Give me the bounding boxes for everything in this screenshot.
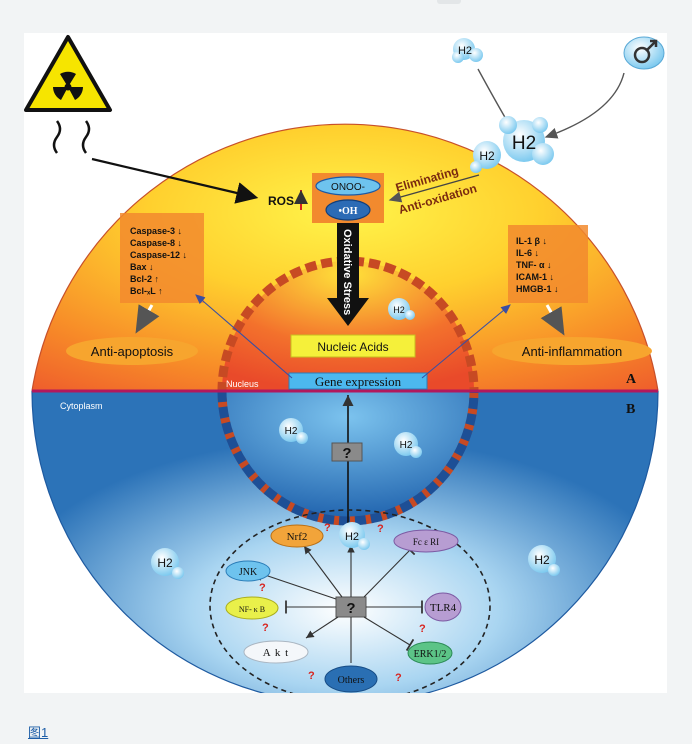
akt-node [243, 640, 309, 664]
panel-a-outline [31, 123, 659, 392]
hydrogen-molecule-icon [388, 298, 415, 320]
panel-a-label: A [626, 372, 637, 387]
peroxynitrite-pill [315, 176, 381, 196]
hydrogen-label: H2 [285, 426, 298, 437]
unknown-link-mark: ? [324, 522, 331, 534]
inflammation-markers-box [508, 225, 588, 303]
unknown-link-mark: ? [419, 623, 426, 635]
hydrogen-label: H2 [534, 553, 550, 567]
apoptosis-marker: Bcl-ₓL ↑ [130, 286, 163, 296]
inflammation-marker: ICAM-1 ↓ [516, 272, 554, 282]
others-node [324, 665, 378, 693]
unknown-link-mark: ? [377, 523, 384, 535]
others-label: Others [338, 675, 365, 686]
nrf2-label: Nrf2 [287, 531, 308, 543]
peroxynitrite-label: ONOO- [331, 182, 365, 193]
hydrogen-label: H2 [157, 556, 173, 570]
inflammation-marker: IL-1 β ↓ [516, 236, 547, 246]
ros-label: ROS [268, 194, 294, 208]
fceri-label: Fc ε RI [413, 537, 439, 547]
hydrogen-label: H2 [345, 531, 359, 543]
hydrogen-label-large: H2 [512, 133, 536, 154]
hydrogen-flow-arrow [544, 72, 625, 139]
hub-to-akt-arrow [305, 616, 339, 639]
anti-inflammation-ellipse [492, 337, 652, 365]
nucleic-acids-label: Nucleic Acids [317, 340, 388, 354]
panel-b-outline [31, 390, 659, 693]
hydrogen-molecule-icon [528, 545, 560, 576]
tlr4-node [424, 592, 462, 622]
hydrogen-label: H2 [393, 305, 405, 315]
jnk-node [225, 560, 271, 582]
apoptosis-outcome-arrow [135, 304, 160, 334]
hydroxyl-label: •OH [338, 206, 357, 217]
nucleus-label: Nucleus [226, 379, 259, 389]
nfkb-label: NF- κ B [239, 605, 265, 614]
inflammation-outcome-arrow [540, 304, 565, 336]
oxidative-stress-arrow [327, 223, 369, 326]
apoptosis-markers-box [120, 213, 204, 303]
unknown-link-mark: ? [308, 670, 315, 682]
gene-to-apoptosis-arrow [195, 294, 293, 379]
nfkb-node [225, 596, 279, 620]
hydroxyl-pill [325, 199, 371, 221]
hydrogen-molecule-icon [452, 38, 483, 63]
unknown-link-mark: ? [395, 672, 402, 684]
hydrogen-molecule-icon [499, 116, 554, 165]
hydrogen-molecule-icon [151, 548, 184, 579]
radiation-hazard-icon [24, 35, 112, 112]
panel-b-label: B [626, 402, 635, 417]
hydrogen-label: H2 [400, 440, 413, 451]
hydrogen-source-icon [623, 36, 665, 70]
hub-to-nrf2-arrow [303, 545, 343, 598]
hub-to-jnk-inhibit [259, 567, 337, 600]
akt-label: A k t [263, 647, 289, 659]
hub-to-fceri-inhibit [363, 544, 416, 598]
radiation-to-ros-arrow [91, 157, 259, 204]
unknown-mediator-mark: ? [342, 445, 351, 462]
apoptosis-marker: Caspase-3 ↓ [130, 226, 182, 236]
apoptosis-marker: Bcl-2 ↑ [130, 274, 159, 284]
apoptosis-marker: Caspase-12 ↓ [130, 250, 187, 260]
radiation-wave-icon [81, 120, 91, 154]
oxidative-stress-label: Oxidative Stress [341, 229, 353, 315]
hub-to-erk-inhibit [363, 616, 415, 652]
hydrogen-label: H2 [479, 149, 495, 163]
hydrogen-molecule-icon [279, 418, 308, 444]
jnk-label: JNK [239, 567, 258, 578]
erk-node [407, 641, 453, 665]
inflammation-marker: TNF- α ↓ [516, 260, 552, 270]
nucleic-acids-box [290, 334, 416, 358]
gene-to-inflammation-arrow [421, 304, 511, 379]
anti-apoptosis-label: Anti-apoptosis [91, 344, 174, 359]
eliminating-arrow [388, 174, 480, 203]
fceri-node [393, 529, 459, 553]
erk-label: ERK1/2 [414, 649, 447, 660]
gene-expression-bar [288, 372, 428, 390]
hydrogen-label: H2 [458, 45, 472, 57]
cytoplasm-label: Cytoplasm [60, 401, 103, 411]
top-tab-marker [437, 0, 461, 4]
radiation-wave-icon [52, 120, 62, 154]
hydrogen-molecule-icon [394, 432, 422, 458]
unknown-mediator-box [331, 442, 363, 462]
gene-expression-label: Gene expression [315, 374, 402, 389]
inflammation-marker: IL-6 ↓ [516, 248, 539, 258]
figure-panel: Nucleus Cytoplasm A B Gene expression Nu… [24, 33, 667, 693]
apoptosis-marker: Bax ↓ [130, 262, 154, 272]
anti-inflammation-label: Anti-inflammation [522, 344, 622, 359]
apoptosis-marker: Caspase-8 ↓ [130, 238, 182, 248]
unknown-link-mark: ? [259, 582, 266, 594]
anti-apoptosis-ellipse [66, 337, 198, 365]
nrf2-node [270, 524, 324, 548]
inflammation-marker: HMGB-1 ↓ [516, 284, 559, 294]
figure-link[interactable]: 图1 [28, 725, 49, 740]
hydrogen-molecule-icon [470, 141, 501, 173]
hydrogen-mechanism-diagram: Nucleus Cytoplasm A B Gene expression Nu… [24, 35, 665, 693]
tlr4-label: TLR4 [430, 602, 457, 614]
pathway-hub-mark: ? [346, 600, 355, 617]
pathway-ring [209, 509, 491, 693]
hydrogen-molecule-icon [339, 522, 370, 550]
unknown-link-mark: ? [262, 622, 269, 634]
